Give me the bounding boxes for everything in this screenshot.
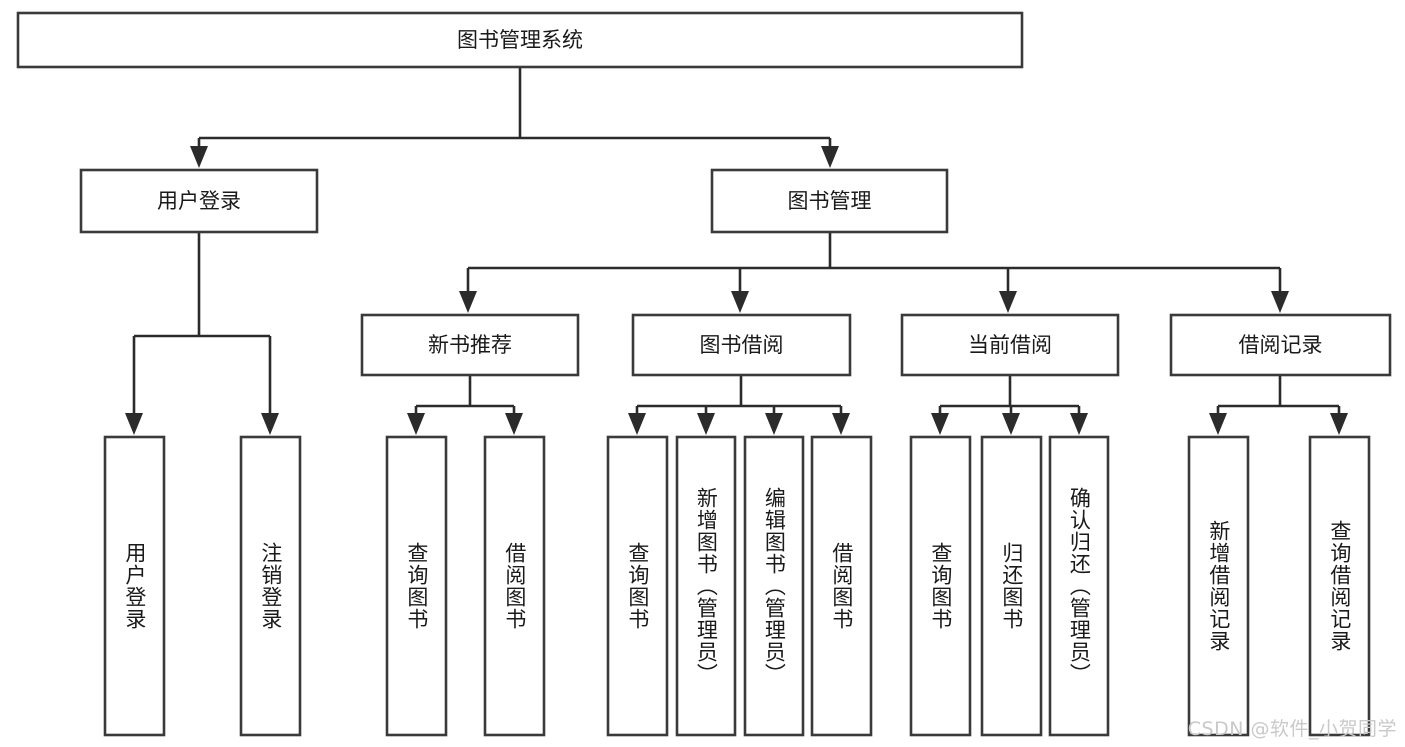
- node-level2-label-0: 用户登录: [157, 189, 241, 213]
- node-leaf-box-11[interactable]: [1187, 435, 1250, 737]
- node-leaf-box-1[interactable]: [239, 435, 302, 737]
- arrow-head-icon: [459, 291, 477, 313]
- watermark: CSDN @软件_小贺同学: [1187, 718, 1397, 740]
- arrow-head-icon: [931, 413, 949, 435]
- node-leaf-box-5[interactable]: [675, 435, 737, 737]
- node-level3-box-3[interactable]: [1169, 313, 1392, 377]
- box-layer: [16, 11, 1392, 737]
- arrow-head-icon: [125, 413, 143, 435]
- node-leaf-box-3[interactable]: [483, 435, 546, 737]
- node-level3-box-1[interactable]: [631, 313, 852, 377]
- connector-layer: [125, 67, 1348, 435]
- arrow-head-icon: [628, 413, 646, 435]
- arrow-head-icon: [190, 146, 208, 168]
- arrow-head-icon: [1002, 413, 1020, 435]
- node-level3-box-2[interactable]: [900, 313, 1120, 377]
- node-leaf-box-6[interactable]: [743, 435, 805, 737]
- node-leaf-box-8[interactable]: [909, 435, 972, 737]
- arrow-head-icon: [999, 291, 1017, 313]
- arrow-head-icon: [1271, 291, 1289, 313]
- node-level2-label-1: 图书管理: [788, 189, 872, 213]
- arrow-head-icon: [1209, 413, 1227, 435]
- arrow-head-icon: [261, 413, 279, 435]
- arrow-head-icon: [407, 413, 425, 435]
- arrow-head-icon: [821, 146, 839, 168]
- node-leaf-box-4[interactable]: [606, 435, 669, 737]
- node-leaf-box-7[interactable]: [810, 435, 873, 737]
- node-level3-label-1: 图书借阅: [700, 333, 784, 357]
- node-level3-label-3: 借阅记录: [1239, 333, 1323, 357]
- node-level2-box-0[interactable]: [79, 168, 319, 234]
- node-leaf-box-10[interactable]: [1048, 435, 1110, 737]
- arrow-head-icon: [832, 413, 850, 435]
- node-leaf-box-0[interactable]: [103, 435, 166, 737]
- arrow-head-icon: [505, 413, 523, 435]
- arrow-head-icon: [697, 413, 715, 435]
- arrow-head-icon: [1330, 413, 1348, 435]
- node-level3-label-2: 当前借阅: [968, 333, 1052, 357]
- node-level3-label-0: 新书推荐: [428, 333, 512, 357]
- node-leaf-box-2[interactable]: [385, 435, 448, 737]
- node-leaf-box-9[interactable]: [980, 435, 1043, 737]
- arrow-head-icon: [731, 291, 749, 313]
- node-level3-box-0[interactable]: [360, 313, 580, 377]
- arrow-head-icon: [1070, 413, 1088, 435]
- node-level2-box-1[interactable]: [710, 168, 949, 234]
- node-leaf-box-12[interactable]: [1308, 435, 1371, 737]
- node-root-label: 图书管理系统: [457, 28, 583, 52]
- node-root-box[interactable]: [16, 11, 1024, 69]
- arrow-head-icon: [765, 413, 783, 435]
